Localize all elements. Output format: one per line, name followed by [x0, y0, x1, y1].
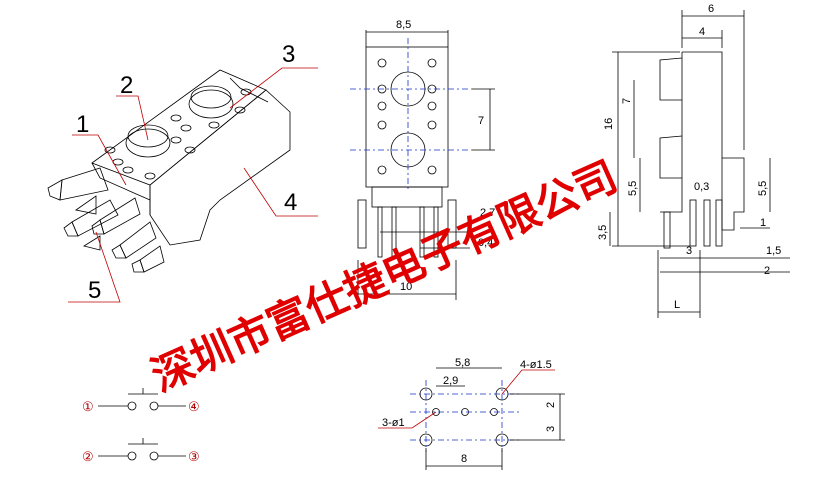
callout-4: 4	[284, 189, 297, 216]
callout-1: 1	[76, 111, 89, 138]
side-dim-7: 7	[621, 98, 633, 104]
footprint-dim-2v: 2	[545, 402, 557, 408]
footprint-dim-8: 8	[461, 453, 467, 465]
footprint-small-holes: 3-ø1	[382, 417, 405, 429]
front-dim-spacing: 7	[478, 115, 484, 127]
footprint-dim-3v: 3	[545, 426, 557, 432]
side-dim-L: L	[674, 299, 680, 311]
side-dim-03: 0,3	[694, 181, 709, 193]
footprint-dim-29: 2,9	[443, 375, 458, 387]
callout-5: 5	[88, 277, 101, 304]
side-dim-15: 1,5	[766, 245, 781, 257]
terminal-4: ④	[188, 399, 200, 414]
side-dim-16: 16	[603, 118, 615, 130]
side-dim-55-left: 5,5	[627, 181, 639, 196]
side-dim-4: 4	[699, 26, 705, 38]
front-dim-pin-width: 0,4	[478, 237, 493, 249]
watermark: 深圳市富仕捷电子有限公司	[144, 151, 624, 401]
front-dim-width-bottom: 10	[400, 281, 412, 293]
side-dim-55-right: 5,5	[757, 181, 769, 196]
terminal-3: ③	[188, 449, 200, 464]
terminal-2: ②	[82, 449, 94, 464]
side-dim-3: 3	[686, 245, 692, 257]
footprint-view: 5,8 2,9 4-ø1.5 3-ø1 2 3 8	[378, 357, 565, 470]
side-dim-1: 1	[760, 217, 766, 229]
footprint-dim-58: 5,8	[455, 357, 470, 369]
side-view: 6 4 16 7 5,5 3,5 5,5 0,3 1 3 1,5 2 L	[597, 3, 790, 318]
side-dim-35: 3,5	[597, 225, 609, 240]
callout-2: 2	[120, 72, 133, 99]
watermark-text: 深圳市富仕捷电子有限公司	[144, 151, 624, 401]
terminal-1: ①	[82, 399, 94, 414]
switch-schematic: ① ④ ② ③	[82, 388, 200, 464]
front-dim-pin-pitch: 2,7	[480, 207, 495, 219]
front-dim-width-top: 8,5	[396, 19, 411, 31]
front-view: 8,5 7 2,7 0,4 10	[350, 19, 495, 300]
side-dim-2: 2	[764, 265, 770, 277]
side-dim-6: 6	[708, 3, 714, 15]
isometric-view	[47, 69, 291, 273]
footprint-large-holes: 4-ø1.5	[520, 359, 552, 371]
isometric-callouts: 1 2 3 4 5	[68, 41, 318, 304]
callout-3: 3	[282, 41, 295, 68]
